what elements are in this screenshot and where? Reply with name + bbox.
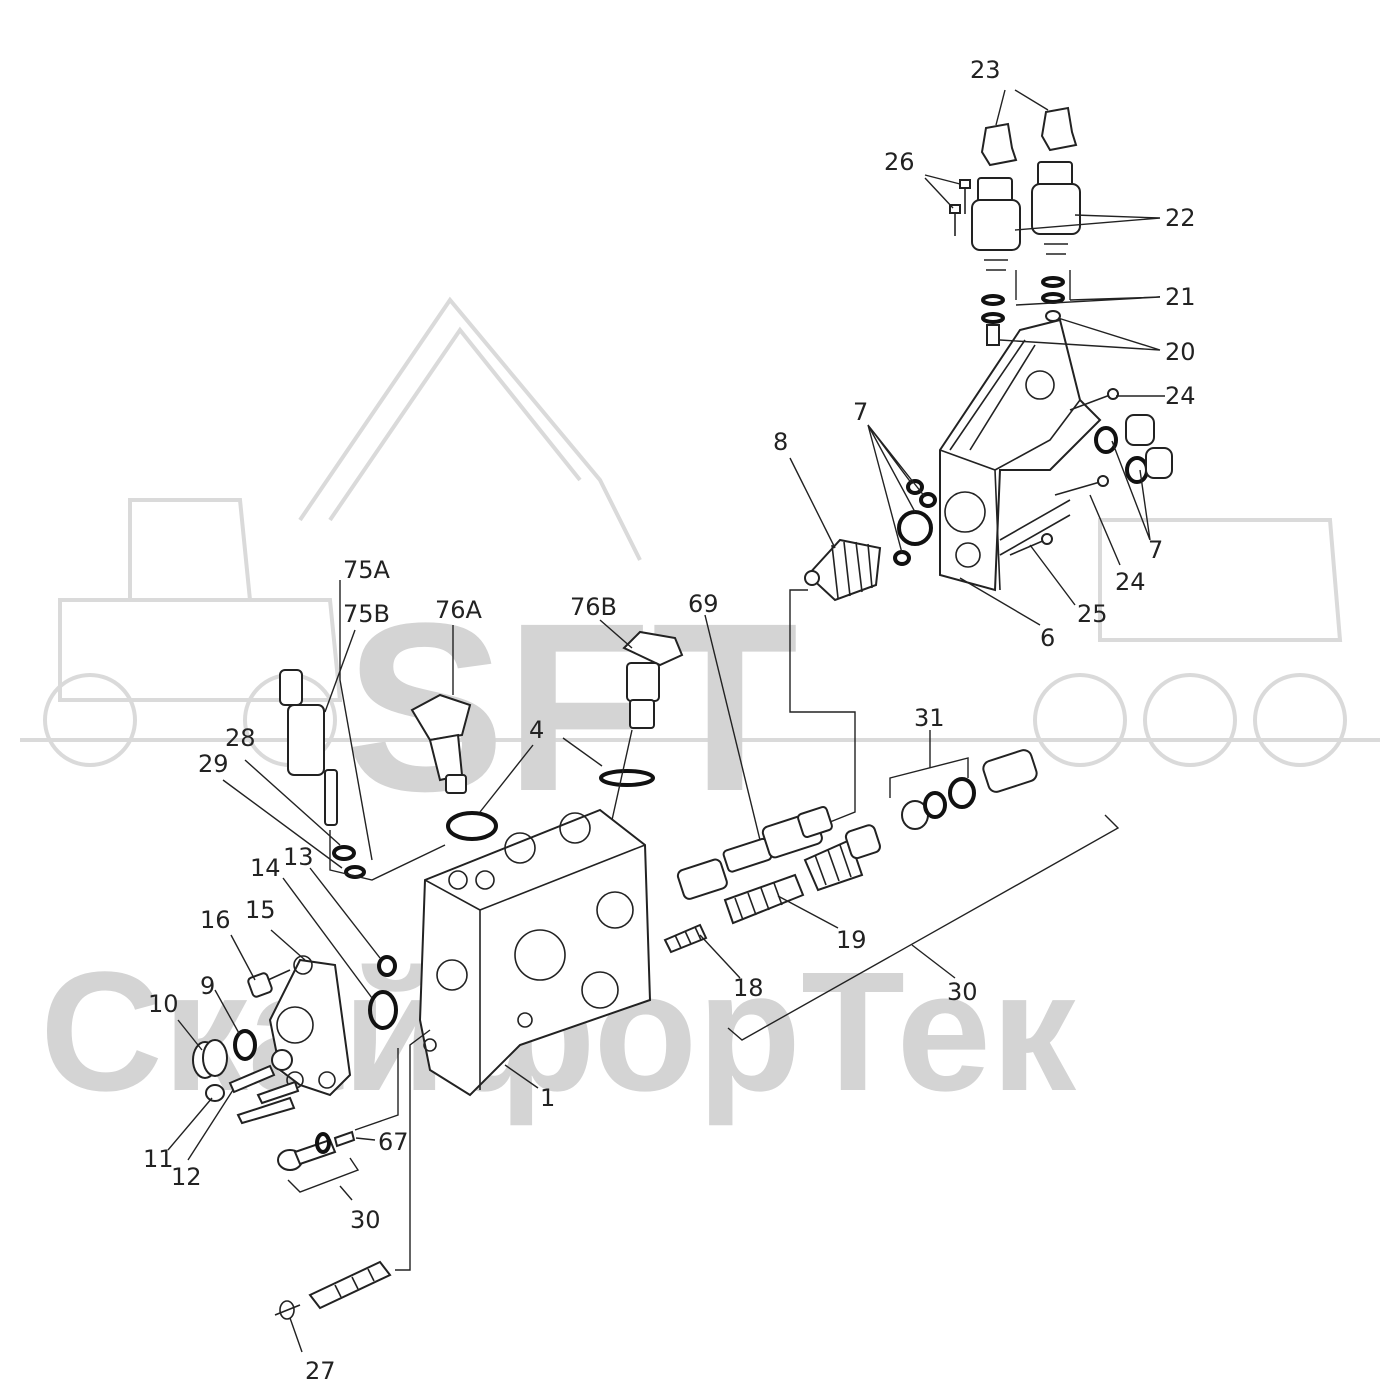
label-11: 11 [143, 1145, 174, 1173]
label-1: 1 [540, 1084, 555, 1112]
label-9: 9 [200, 972, 215, 1000]
valve-body-1 [418, 808, 652, 1097]
label-67: 67 [378, 1128, 409, 1156]
bracket-21 [1015, 270, 1071, 300]
label-29: 29 [198, 750, 229, 778]
label-69: 69 [688, 590, 719, 618]
label-76B: 76B [570, 593, 617, 621]
label-24-upper: 24 [1165, 382, 1196, 410]
label-26: 26 [884, 148, 915, 176]
seals-7 [893, 414, 1173, 566]
valve-75 [279, 669, 338, 826]
spool-69 [676, 805, 833, 900]
label-15: 15 [245, 896, 276, 924]
label-8: 8 [773, 428, 788, 456]
leader-75-to-body [329, 830, 446, 881]
leader-lines [167, 89, 1165, 1353]
label-12: 12 [171, 1163, 202, 1191]
label-20: 20 [1165, 338, 1196, 366]
bolt-30-67 [277, 1130, 356, 1171]
label-7-left: 7 [853, 398, 868, 426]
label-25: 25 [1077, 600, 1108, 628]
relief-valve-76B [622, 630, 684, 729]
leader-8-to-69 [789, 589, 856, 823]
parts-11-12 [205, 1049, 300, 1125]
label-6: 6 [1040, 624, 1055, 652]
spool-assembly-30 [803, 824, 881, 892]
label-7-right: 7 [1148, 536, 1163, 564]
spring-8 [804, 538, 882, 602]
o-rings-4 [446, 769, 655, 841]
label-75B: 75B [343, 600, 390, 628]
label-31: 31 [914, 704, 945, 732]
seals-21-20 [981, 276, 1065, 346]
bracket-31 [889, 757, 969, 798]
label-13: 13 [283, 843, 314, 871]
label-76A: 76A [435, 596, 483, 624]
label-23: 23 [970, 56, 1001, 84]
label-30-lower: 30 [350, 1206, 381, 1234]
label-30-right: 30 [947, 978, 978, 1006]
pin-27 [274, 1260, 392, 1320]
spring-19 [723, 873, 805, 925]
label-4: 4 [529, 716, 544, 744]
bracket-30-upper [727, 814, 1120, 1041]
pilot-housing-6 [939, 318, 1102, 592]
label-14: 14 [250, 854, 281, 882]
label-28: 28 [225, 724, 256, 752]
leader-27-to-body [395, 1029, 431, 1271]
label-24-lower: 24 [1115, 568, 1146, 596]
part-labels: 23 26 22 21 20 24 7 8 7 24 25 6 75A 75B … [143, 56, 1196, 1385]
bracket-30-lower [287, 1157, 360, 1193]
label-21: 21 [1165, 283, 1196, 311]
label-19: 19 [836, 926, 867, 954]
connector-caps-23 [980, 106, 1078, 167]
label-18: 18 [733, 974, 764, 1002]
bolts-24-25 [1009, 388, 1119, 556]
solenoids-22 [971, 161, 1081, 271]
screws-26 [949, 179, 971, 236]
label-16: 16 [200, 906, 231, 934]
spring-18 [663, 923, 708, 954]
relief-valve-76A [410, 693, 472, 794]
plugs-9-10 [192, 1029, 257, 1079]
seals-13-14 [368, 955, 398, 1030]
seal-kit-31 [901, 749, 1038, 830]
label-10: 10 [148, 990, 179, 1018]
label-27: 27 [305, 1357, 336, 1385]
label-75A: 75A [343, 556, 391, 584]
label-22: 22 [1165, 204, 1196, 232]
leader-67-to-body [354, 1048, 399, 1131]
seals-28-29 [332, 845, 366, 879]
